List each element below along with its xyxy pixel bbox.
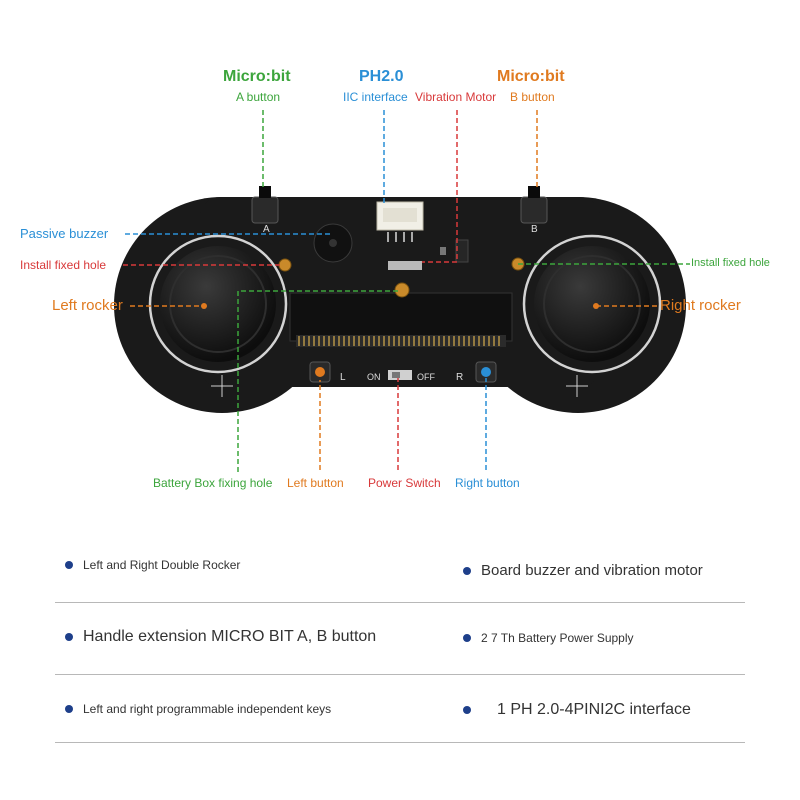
divider <box>55 742 745 743</box>
feature-item: Handle extension MICRO BIT A, B button <box>65 628 376 646</box>
divider <box>55 674 745 675</box>
divider <box>55 602 745 603</box>
microbit-b-title: Micro:bit <box>497 68 565 85</box>
left-rocker-dot <box>201 303 207 309</box>
ph2-connector <box>376 201 424 242</box>
passive-buzzer-label: Passive buzzer <box>20 226 109 241</box>
silk-on: ON <box>367 372 381 382</box>
ph2-title: PH2.0 <box>359 68 404 85</box>
right-rocker-label: Right rocker <box>660 297 741 314</box>
vibration-motor <box>388 239 469 270</box>
silk-l: L <box>340 372 346 383</box>
feature-item: Left and Right Double Rocker <box>65 558 240 572</box>
microbit-a-subtitle: A button <box>236 90 281 104</box>
bullet-icon <box>463 706 471 714</box>
install-hole-left-label: Install fixed hole <box>20 258 107 272</box>
bullet-icon <box>463 566 471 575</box>
feature-item: 2 7 Th Battery Power Supply <box>463 631 634 645</box>
edge-connector <box>289 292 513 347</box>
feature-item: 1 PH 2.0-4PINI2C interface <box>463 701 691 719</box>
battery-hole-label: Battery Box fixing hole <box>153 476 273 490</box>
battery-fixing-hole <box>394 282 410 298</box>
a-button[interactable] <box>251 186 279 224</box>
silk-a: A <box>263 224 270 235</box>
bullet-icon <box>65 633 73 641</box>
feature-item: Board buzzer and vibration motor <box>463 562 703 579</box>
install-hole-right-label: Install fixed hole <box>691 257 770 269</box>
microbit-a-title: Micro:bit <box>223 68 291 85</box>
bullet-icon <box>463 634 471 642</box>
bullet-icon <box>65 705 73 713</box>
right-rocker-dot <box>593 303 599 309</box>
silk-r: R <box>456 372 464 383</box>
right-button-label: Right button <box>455 476 520 490</box>
feature-item: Left and right programmable independent … <box>65 702 331 716</box>
left-button[interactable] <box>309 361 331 383</box>
left-button-label: Left button <box>287 476 344 490</box>
vibration-motor-label: Vibration Motor <box>415 90 497 104</box>
install-hole-left <box>278 258 292 272</box>
right-axis-marker <box>566 375 588 397</box>
right-joystick[interactable] <box>522 234 662 374</box>
buzzer <box>313 223 353 263</box>
ph2-subtitle: IIC interface <box>343 90 408 104</box>
left-axis-marker <box>211 375 233 397</box>
silk-off: OFF <box>417 372 435 382</box>
microbit-b-subtitle: B button <box>510 90 555 104</box>
power-switch-label: Power Switch <box>368 476 441 490</box>
b-button[interactable] <box>520 186 548 224</box>
power-switch[interactable] <box>388 370 412 380</box>
leader-lines <box>123 110 690 472</box>
left-joystick[interactable] <box>148 234 288 374</box>
left-rocker-label: Left rocker <box>52 297 123 314</box>
bullet-icon <box>65 561 73 569</box>
silk-b: B <box>531 224 538 235</box>
